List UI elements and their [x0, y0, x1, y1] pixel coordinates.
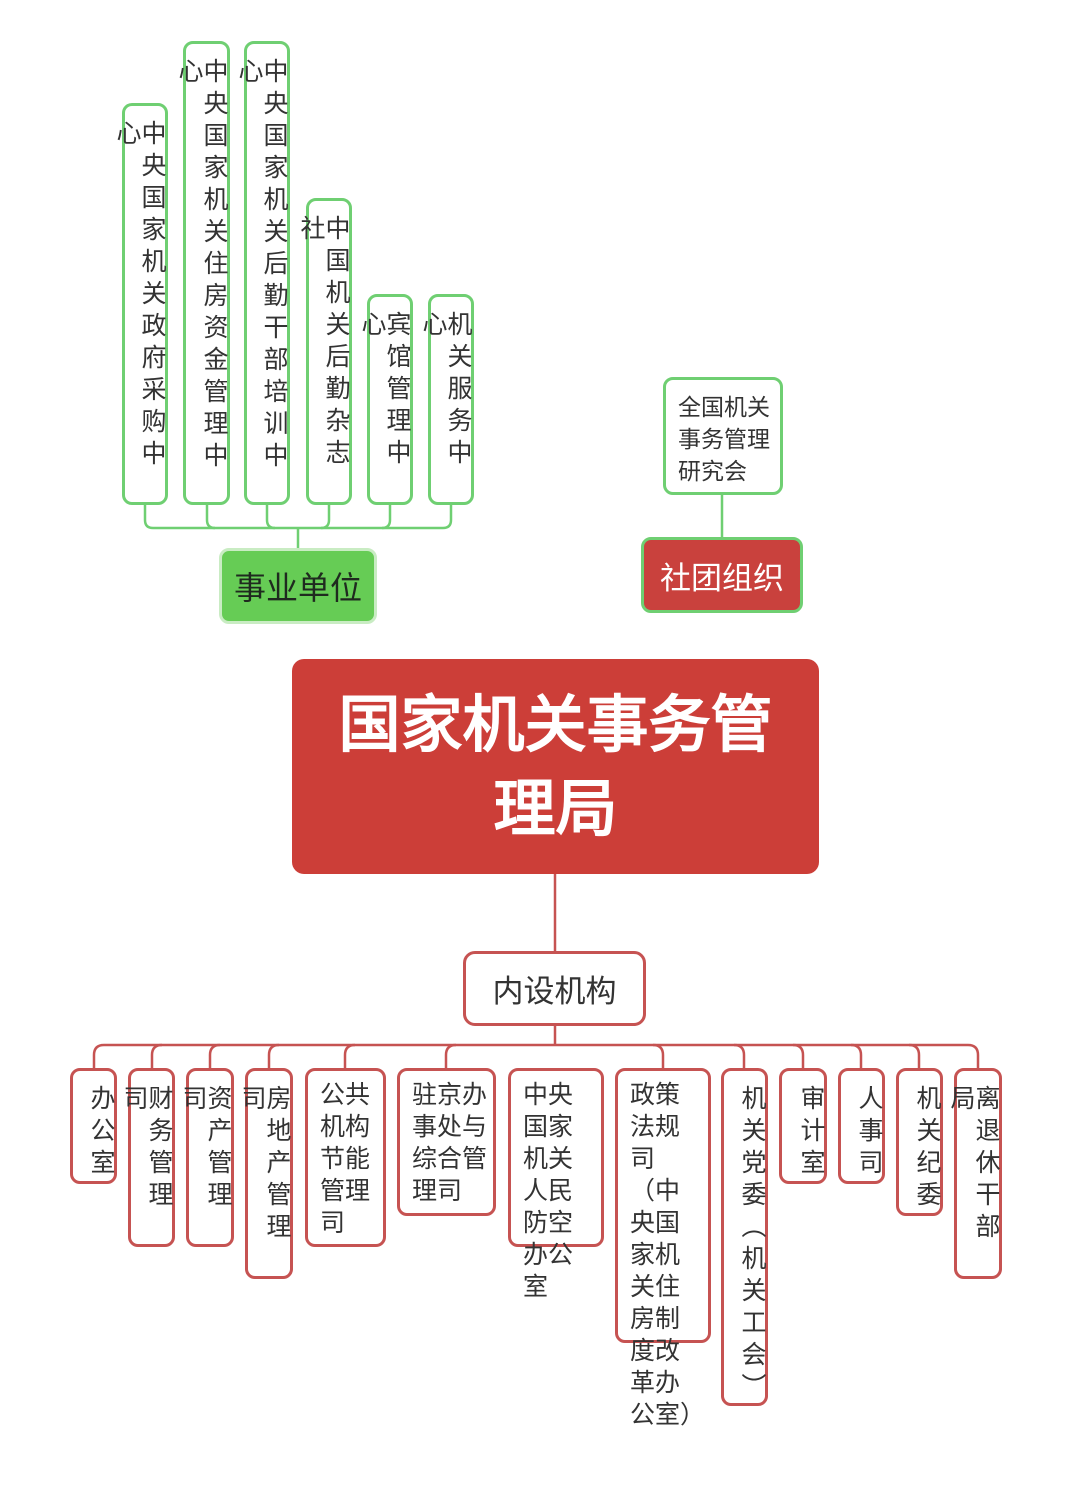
main-topic-node[interactable]: 国家机关事务管理局 [292, 659, 819, 874]
internal-departments-node[interactable]: 内设机构 [463, 951, 646, 1026]
department-node[interactable]: 公共机构节能管理司 [305, 1068, 386, 1247]
department-node[interactable]: 审计室 [779, 1068, 827, 1184]
department-node[interactable]: 办公室 [70, 1068, 117, 1184]
department-node[interactable]: 机关纪委 [896, 1068, 943, 1216]
public-institution-node[interactable]: 中央国家机关后勤干部培训中心 [235, 41, 290, 505]
department-node[interactable]: 资产管理司 [179, 1068, 234, 1247]
public-institution-node[interactable]: 机关服务中心 [419, 294, 474, 505]
public-institution-node[interactable]: 中央国家机关政府采购中心 [113, 103, 168, 505]
public-institutions-node[interactable]: 事业单位 [219, 548, 377, 624]
department-node[interactable]: 财务管理司 [120, 1068, 175, 1247]
department-node[interactable]: 离退休干部局 [947, 1068, 1002, 1279]
research-society-node[interactable]: 全国机关事务管理研究会 [663, 377, 783, 495]
department-node[interactable]: 中央国家机关人民防空办公室 [508, 1068, 604, 1301]
public-institution-node[interactable]: 中国机关后勤杂志社 [297, 198, 352, 505]
department-node[interactable]: 驻京办事处与综合管理司 [397, 1068, 496, 1216]
department-node[interactable]: 人事司 [838, 1068, 885, 1184]
public-institution-node[interactable]: 宾馆管理中心 [358, 294, 413, 505]
department-node[interactable]: 房地产管理司 [238, 1068, 293, 1279]
social-organization-node[interactable]: 社团组织 [641, 537, 803, 613]
department-node[interactable]: 政策法规司（中央国家机关住房制度改革办公室） [615, 1068, 711, 1429]
department-node[interactable]: 机关党委（机关工会） [721, 1068, 768, 1406]
public-institution-node[interactable]: 中央国家机关住房资金管理中心 [175, 41, 230, 505]
